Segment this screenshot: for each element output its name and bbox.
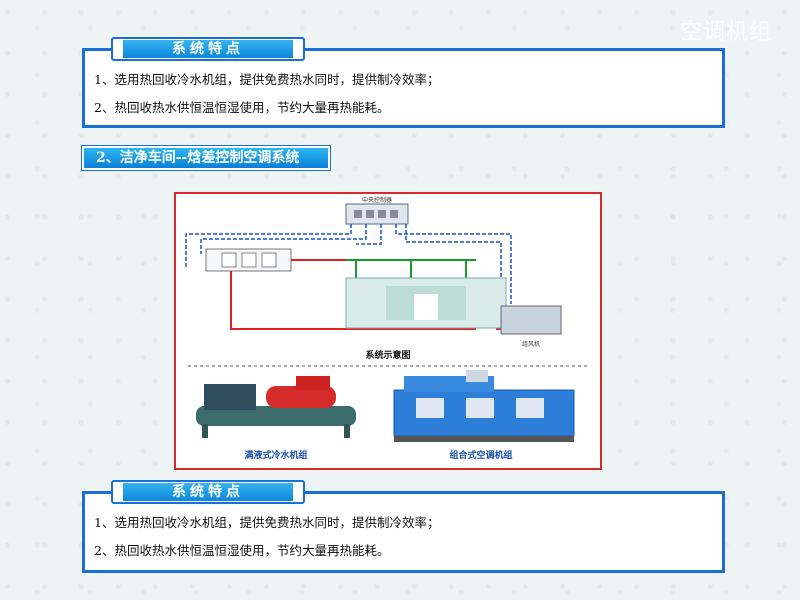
chiller-module-icon (261, 252, 277, 268)
controller-panel-icon (366, 210, 374, 218)
features-tab-label: 系统特点 (123, 483, 293, 501)
features-box-bottom: 系统特点 1、选用热回收冷水机组，提供免费热水同时，提供制冷效率； 2、热回收热… (82, 480, 725, 573)
system-diagram-svg: 中央控制器 (185, 196, 588, 461)
return-pipes (346, 259, 476, 278)
features-tab-label: 系统特点 (123, 40, 293, 58)
controller-panel-icon (378, 210, 386, 218)
control-lines (185, 224, 512, 304)
air-unit-label: 组风机 (522, 340, 540, 348)
features-list-bottom: 1、选用热回收冷水机组，提供免费热水同时，提供制冷效率； 2、热回收热水供恒温恒… (94, 514, 439, 570)
system-diagram: 中央控制器 (174, 192, 602, 470)
feature-item: 2、热回收热水供恒温恒湿使用，节约大量再热能耗。 (94, 543, 390, 558)
controller-panel-icon (390, 210, 398, 218)
feature-item: 1、选用热回收冷水机组，提供免费热水同时，提供制冷效率； (94, 72, 440, 87)
flooded-chiller-icon (196, 376, 356, 438)
features-box-top: 系统特点 1、选用热回收冷水机组，提供免费热水同时，提供制冷效率； 2、热回收热… (82, 37, 725, 128)
schematic-caption: 系统示意图 (365, 349, 410, 361)
central-controller-icon (345, 203, 409, 225)
chiller-module-icon (241, 252, 257, 268)
feature-item: 1、选用热回收冷水机组，提供免费热水同时，提供制冷效率； (94, 515, 440, 530)
clean-room-door-icon (414, 294, 438, 320)
watermark-text: 空调机组 (679, 20, 772, 45)
features-list-top: 1、选用热回收冷水机组，提供免费热水同时，提供制冷效率； 2、热回收热水供恒温恒… (94, 71, 439, 127)
section-heading: 2、洁净车间--焓差控制空调系统 (81, 145, 331, 171)
controller-label: 中央控制器 (362, 196, 392, 204)
features-tab-top: 系统特点 (111, 37, 305, 61)
feature-item: 2、热回收热水供恒温恒湿使用，节约大量再热能耗。 (94, 100, 390, 115)
combined-ahu-icon (393, 370, 575, 442)
chiller-module-icon (221, 252, 237, 268)
features-tab-bottom: 系统特点 (111, 480, 305, 504)
controller-panel-icon (354, 210, 362, 218)
chiller-caption: 满液式冷水机组 (244, 449, 307, 461)
ahu-caption: 组合式空调机组 (449, 449, 512, 461)
air-unit-schematic-icon (500, 305, 562, 335)
